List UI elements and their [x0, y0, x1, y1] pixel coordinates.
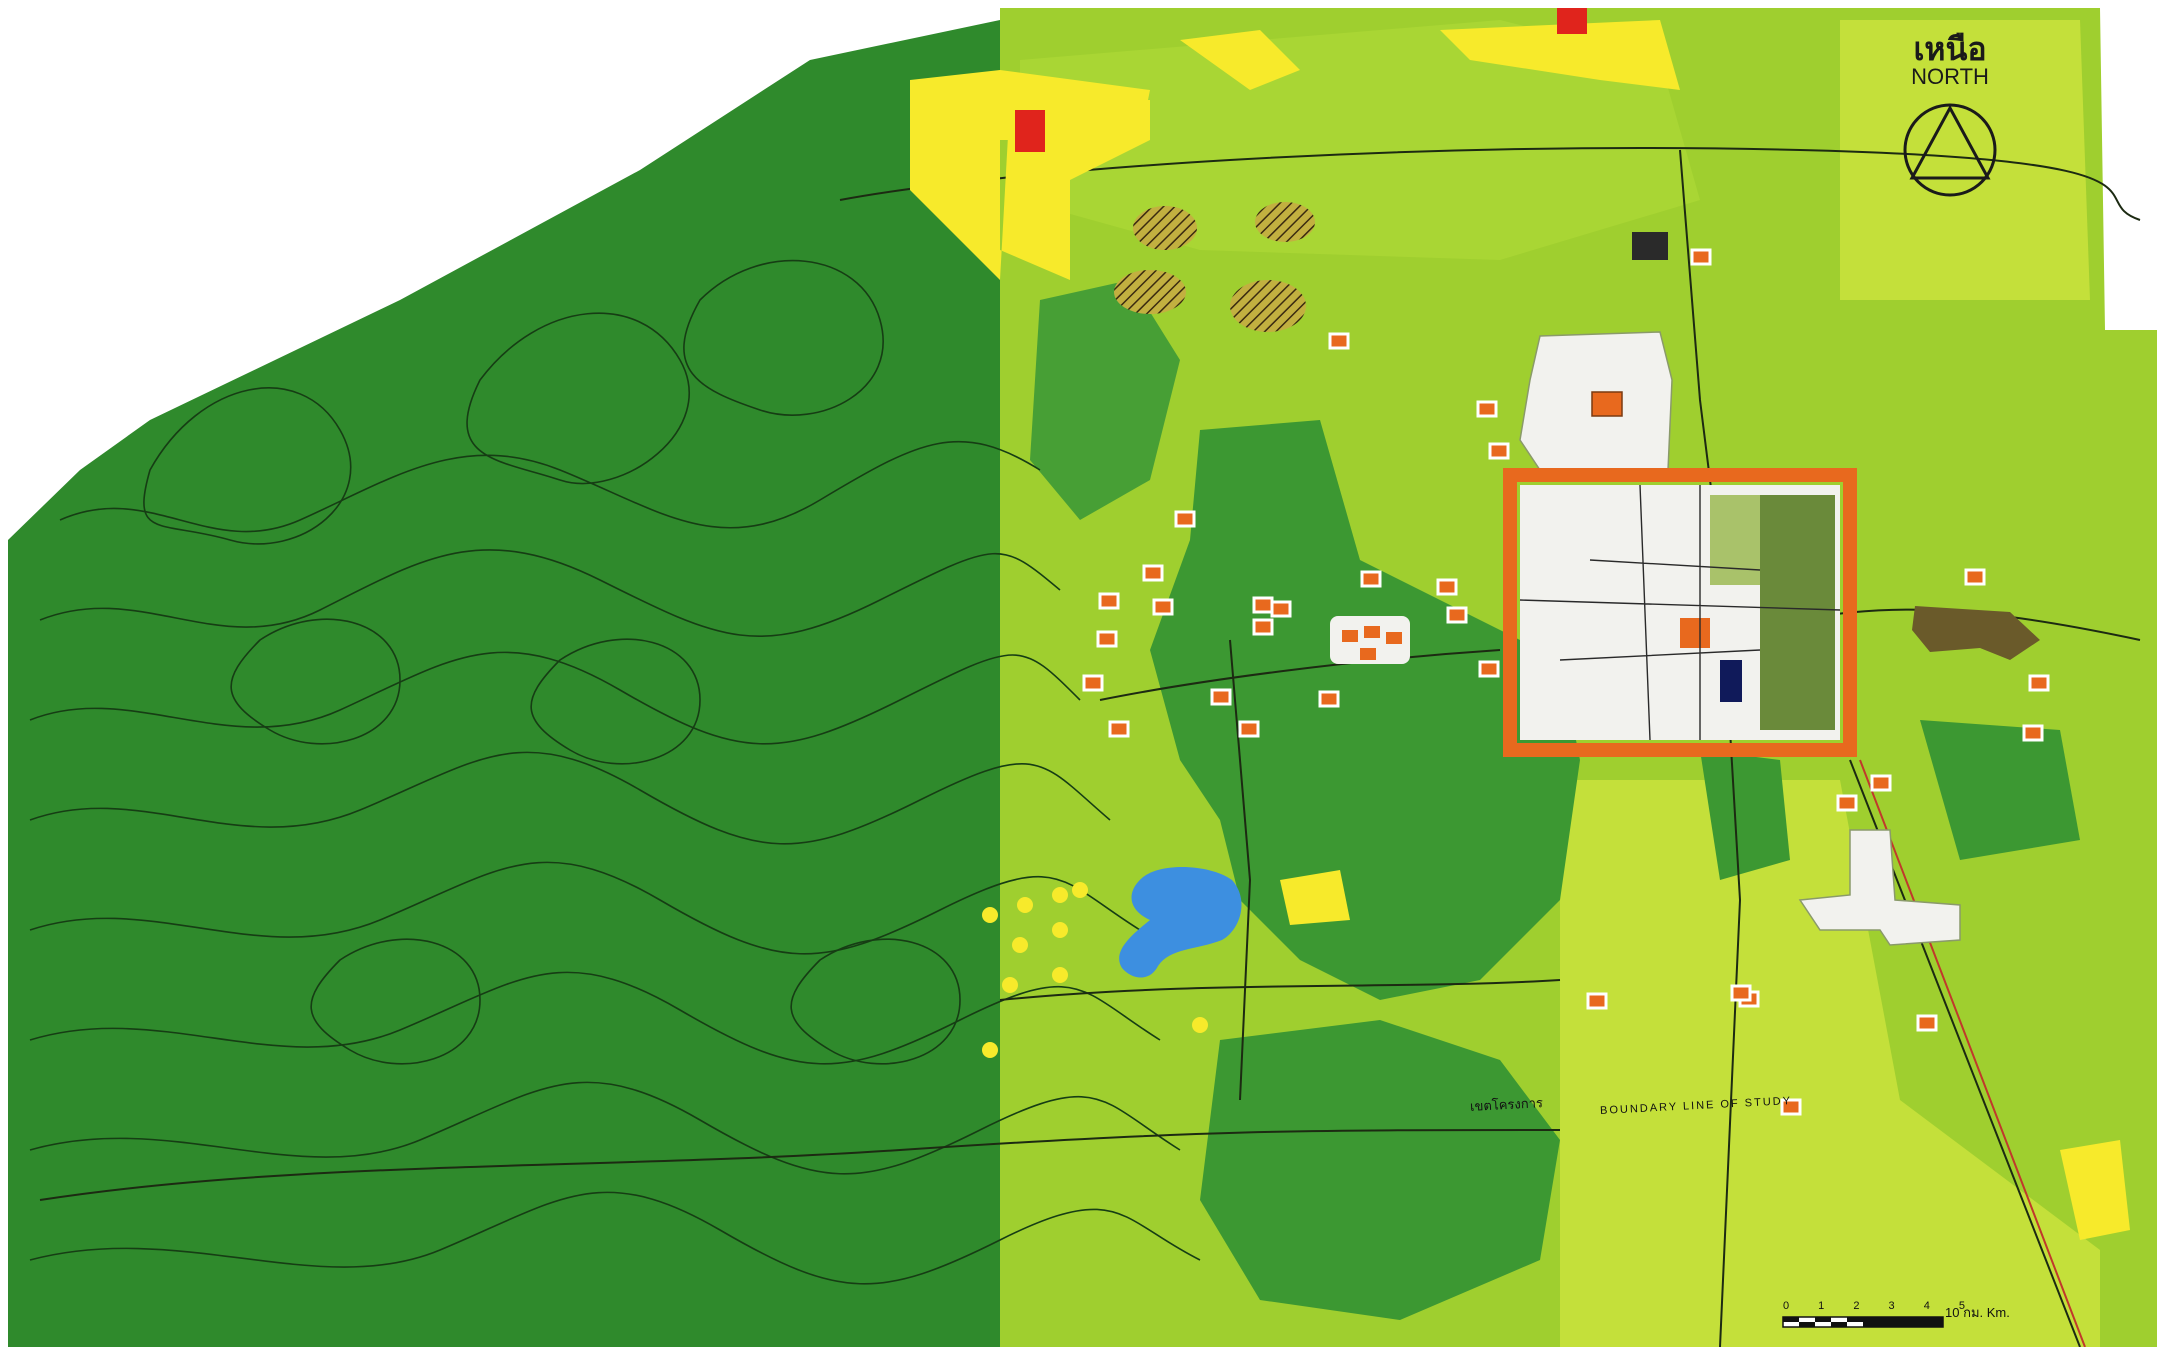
agriculture-light-area-ne [1840, 20, 2090, 300]
forest-patch [1700, 750, 1790, 880]
temple-site-north [1591, 391, 1623, 417]
scale-bar [1782, 1316, 1944, 1328]
railway-line [1859, 759, 2086, 1347]
village-cluster [1330, 616, 1410, 664]
reservoir [1119, 866, 1242, 978]
scale-label: 10 กม. Km. [1945, 1305, 2010, 1320]
forest-patch [1200, 1020, 1560, 1320]
dark-plot [1632, 232, 1668, 260]
walled-city [1503, 468, 1857, 757]
agriculture-light-area [1560, 780, 2100, 1347]
contour-lines [29, 259, 1201, 1285]
north-label-thai: เหนือ [1913, 30, 1987, 68]
boundary-label-thai: เขตโครงการ [1469, 1096, 1544, 1115]
agriculture-light-area-north [1020, 20, 1700, 260]
forest-patch [1920, 720, 2080, 860]
dark-plot-east [1912, 606, 2040, 660]
forest-hills-area [8, 20, 1000, 1347]
forest-patch [1150, 420, 1580, 1000]
forest-patch [1030, 280, 1180, 520]
site-markers [1082, 248, 2050, 1116]
north-arrow-icon [1903, 103, 1997, 197]
north-label: NORTH [1911, 64, 1989, 89]
scale-ticks: 0 1 2 3 4 5 [1783, 1300, 1978, 1312]
urban-area-southeast [1798, 829, 1961, 946]
commercial-zones [1015, 8, 1587, 152]
